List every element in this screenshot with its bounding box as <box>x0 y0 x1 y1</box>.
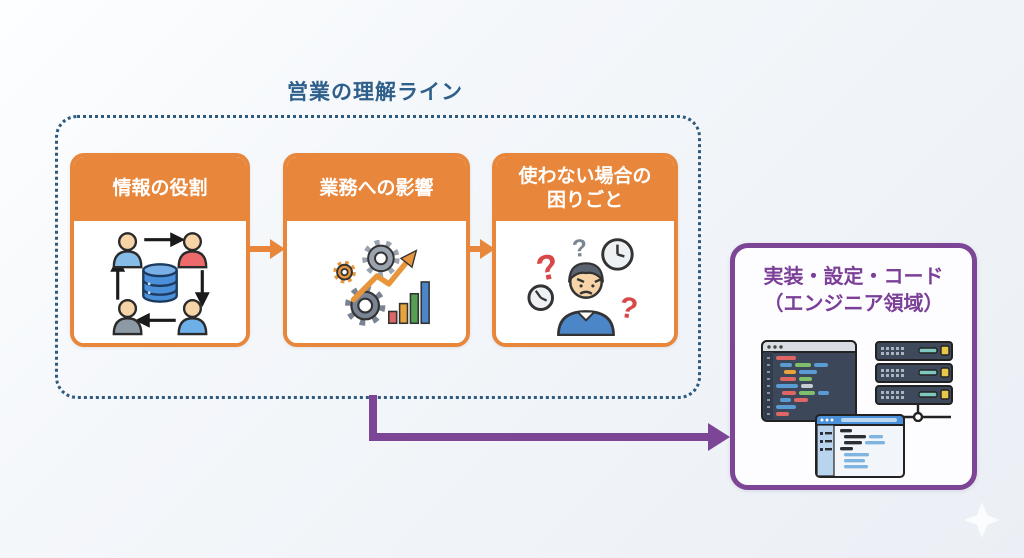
sparkle-icon <box>964 502 1000 538</box>
card-business-impact-title: 業務への影響 <box>319 178 434 200</box>
card-info-role-body <box>74 221 246 343</box>
card-problems-title-line2: 困りごと <box>546 190 623 211</box>
data-sharing-icon <box>101 224 219 341</box>
card-info-role: 情報の役割 <box>70 153 250 347</box>
card-business-impact-body <box>287 221 466 343</box>
engineer-box-icons <box>735 332 972 492</box>
card-problems-body: ? ? ? <box>496 221 674 343</box>
svg-text:?: ? <box>617 290 640 325</box>
svg-text:?: ? <box>533 245 562 289</box>
engineer-box: 実装・設定・コード （エンジニア領域） <box>730 243 977 490</box>
gears-growth-icon <box>318 226 436 339</box>
card-business-impact-header: 業務への影響 <box>287 157 466 221</box>
card-problems-title-line1: 使わない場合の <box>518 166 652 188</box>
config-window-icon <box>815 414 905 483</box>
card-problems: 使わない場合の 困りごと ? ? <box>492 153 678 347</box>
code-editor-icon <box>761 340 857 427</box>
svg-text:?: ? <box>571 234 588 262</box>
card-info-role-title: 情報の役割 <box>112 178 208 200</box>
card-problems-header: 使わない場合の 困りごと <box>496 157 674 221</box>
arrow-card2-card3 <box>468 239 495 259</box>
arrow-card1-card2 <box>248 239 285 259</box>
card-business-impact: 業務への影響 <box>283 153 470 347</box>
card-info-role-header: 情報の役割 <box>74 157 246 221</box>
engineer-box-title-line2: （エンジニア領域） <box>763 293 944 315</box>
confused-person-icon: ? ? ? <box>525 224 645 341</box>
engineer-box-title-line1: 実装・設定・コード <box>763 266 944 288</box>
sales-group-title: 営業の理解ライン <box>287 81 463 104</box>
server-rack-icon <box>873 340 955 427</box>
engineer-box-title: 実装・設定・コード （エンジニア領域） <box>735 264 972 318</box>
